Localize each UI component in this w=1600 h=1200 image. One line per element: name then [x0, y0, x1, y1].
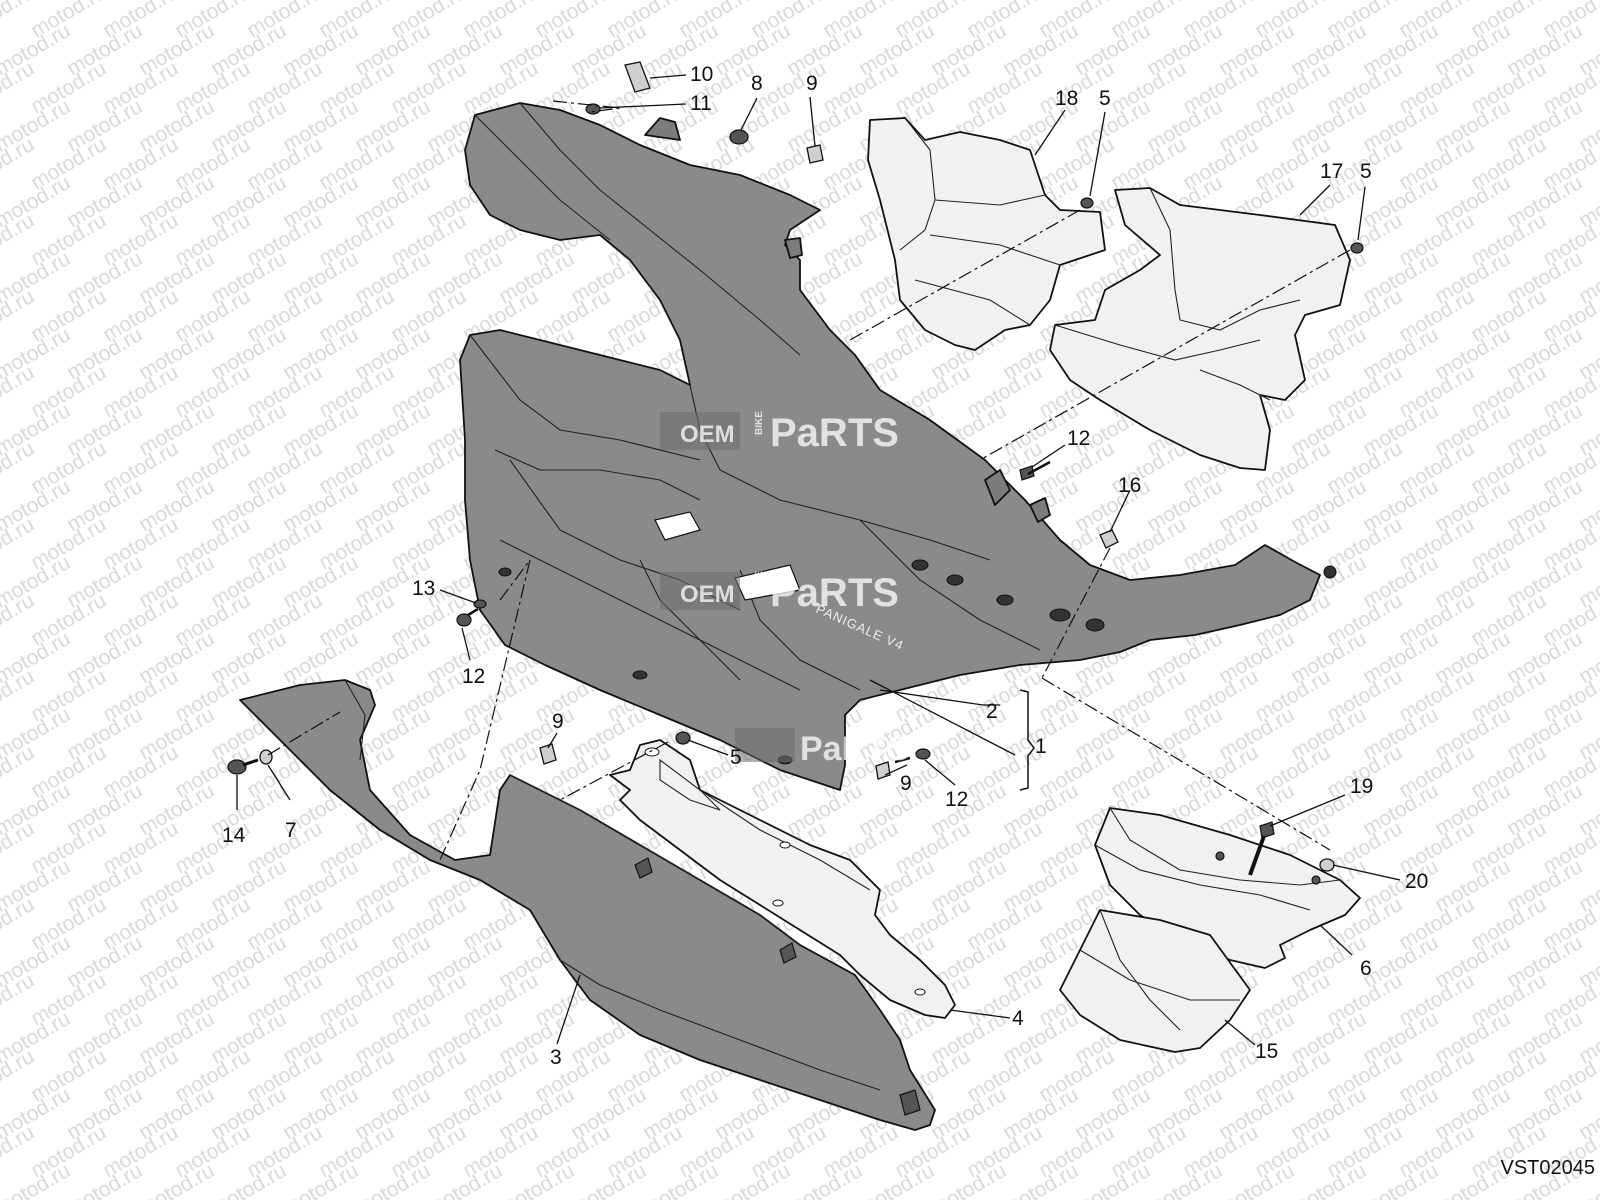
callout-8: 8: [751, 72, 763, 95]
watermark-text: motod.ru: [1575, 0, 1600, 4]
callout-7: 7: [285, 819, 297, 842]
callout-9: 9: [900, 772, 912, 795]
svg-text:BIKE: BIKE: [754, 571, 765, 595]
callout-17: 17: [1320, 160, 1343, 183]
callout-5: 5: [730, 746, 742, 769]
callout-19: 19: [1350, 775, 1373, 798]
overlay-logo-1: OEM BIKE PaRTS: [660, 411, 899, 455]
callout-18: 18: [1055, 87, 1078, 110]
overlay-logo-2: OEM BIKE PaRTS: [660, 571, 899, 615]
svg-text:BIKE: BIKE: [754, 411, 765, 435]
svg-text:OEM: OEM: [680, 421, 735, 448]
svg-text:PaRTS: PaRTS: [800, 730, 910, 768]
callout-5: 5: [1099, 87, 1111, 110]
callout-11: 11: [690, 92, 712, 115]
callout-9: 9: [806, 72, 818, 95]
svg-text:PaRTS: PaRTS: [770, 571, 899, 615]
reference-code: VST02045: [1500, 1157, 1595, 1179]
callout-labels: 10 11 8 9 18 5 17 5 12 16 13 12 2 1 9 5 …: [222, 63, 1428, 1069]
callout-20: 20: [1405, 870, 1428, 893]
part-4-bracket: [609, 739, 956, 1019]
callout-10: 10: [690, 63, 713, 86]
callout-16: 16: [1118, 474, 1141, 497]
callout-6: 6: [1360, 957, 1372, 980]
part-18-heat-shield: [867, 117, 1106, 351]
callout-1: 1: [1035, 735, 1047, 758]
callout-12: 12: [945, 788, 968, 811]
hardware-group: [227, 61, 1364, 885]
overlay-logo-3: PaRTS: [735, 728, 910, 768]
svg-text:OEM: OEM: [680, 581, 735, 608]
callout-12: 12: [462, 665, 485, 688]
callout-15: 15: [1255, 1040, 1278, 1063]
callout-12: 12: [1067, 427, 1090, 450]
part-3-belly-panel: [239, 679, 936, 1131]
callout-9: 9: [552, 710, 564, 733]
part-17-heat-shield: [1049, 187, 1351, 471]
part-15-cover: [1059, 909, 1251, 1053]
callout-13: 13: [412, 577, 435, 600]
callout-14: 14: [222, 824, 246, 847]
callout-3: 3: [550, 1046, 562, 1069]
leader-lines: [236, 74, 1401, 1046]
svg-text:PaRTS: PaRTS: [770, 411, 899, 455]
watermark-text: motod.ru: [0, 1159, 2, 1200]
callout-5: 5: [1360, 160, 1372, 183]
callout-4: 4: [1012, 1007, 1024, 1030]
callout-2: 2: [986, 700, 998, 723]
